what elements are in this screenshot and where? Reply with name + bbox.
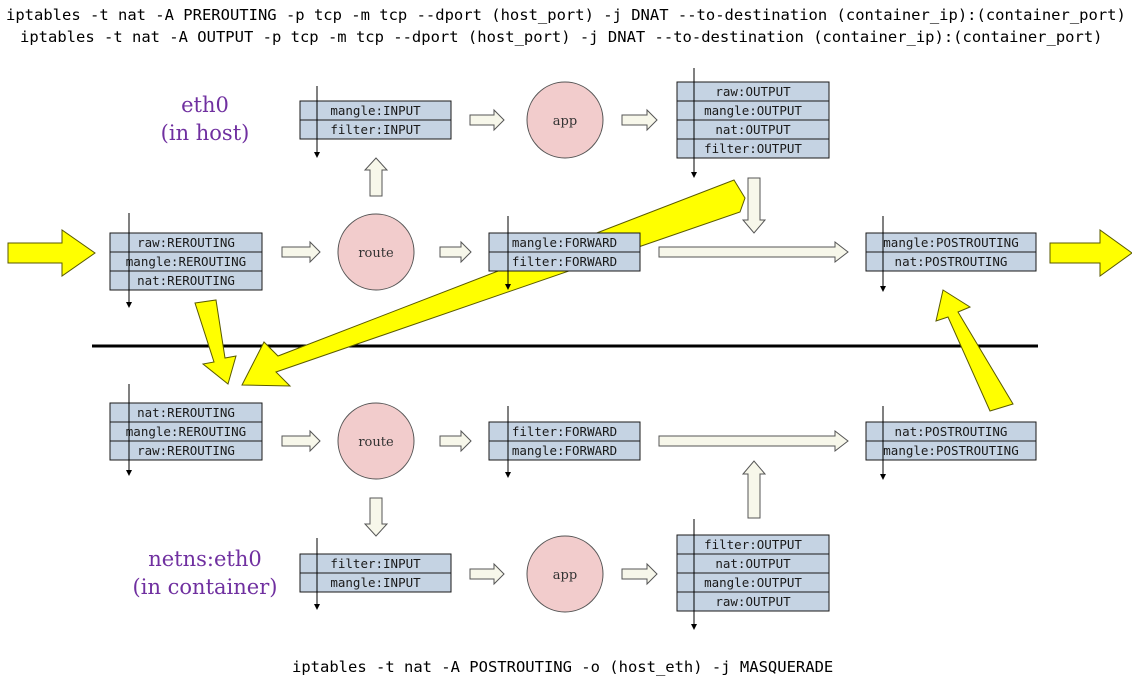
chain-table-host-postrouting: mangle:POSTROUTING nat:POSTROUTING <box>865 216 1037 292</box>
chain-traversal-arrowhead <box>314 152 320 158</box>
flow-arrow <box>439 240 472 264</box>
chain-table-entry: nat:POSTROUTING <box>895 424 1008 439</box>
flow-arrow <box>281 429 321 453</box>
container-label-line1: netns:eth0 <box>148 547 262 571</box>
chain-table-container-postrouting: nat:POSTROUTING mangle:POSTROUTING <box>865 406 1037 480</box>
container-route-node <box>337 402 415 480</box>
chain-table-entry: nat:POSTROUTING <box>895 254 1008 269</box>
chain-table-cell <box>676 591 830 612</box>
chain-table-entry: mangle:POSTROUTING <box>883 235 1018 250</box>
chain-table-cell <box>488 251 641 272</box>
flow-arrow <box>363 497 389 537</box>
chain-traversal-arrowhead <box>691 172 697 178</box>
chain-traversal-arrowhead <box>314 604 320 610</box>
host-app-node <box>526 81 604 159</box>
chain-table-entry: filter:FORWARD <box>512 254 617 269</box>
container-postrouting-to-host-postrouting-arrow <box>935 289 1014 412</box>
chain-traversal-arrowhead <box>505 284 511 290</box>
flow-arrow <box>621 562 658 586</box>
incoming-packet-arrow <box>7 229 96 277</box>
flow-arrow <box>281 240 321 264</box>
chain-table-entry: mangle:REROUTING <box>126 424 246 439</box>
chain-table-entry: raw:OUTPUT <box>715 594 791 609</box>
host-app-label: app <box>553 114 577 129</box>
chain-table-entry: nat:REROUTING <box>137 405 235 420</box>
chain-table-host-input: mangle:INPUT filter:INPUT <box>299 86 452 158</box>
chain-table-entry: mangle:POSTROUTING <box>883 443 1018 458</box>
container-app-label: app <box>553 568 577 583</box>
chain-table-entry: nat:REROUTING <box>137 273 235 288</box>
chain-table-cell <box>299 572 452 593</box>
chain-table-entry: mangle:REROUTING <box>126 254 246 269</box>
chain-table-container-forward: filter:FORWARD mangle:FORWARD <box>488 406 641 478</box>
chain-table-cell <box>488 440 641 461</box>
host-label-line2: (in host) <box>161 121 250 145</box>
flow-arrow <box>658 240 849 264</box>
chain-table-entry: filter:INPUT <box>330 556 421 571</box>
outgoing-packet-arrow <box>1049 229 1132 277</box>
chain-tables: raw:REROUTINGmangle:REROUTINGnat:REROUTI… <box>109 68 1037 630</box>
chain-table-container-input: filter:INPUT mangle:INPUT <box>299 538 452 610</box>
flow-arrow <box>363 157 389 197</box>
host-route-node <box>337 213 415 291</box>
chain-table-entry: filter:INPUT <box>330 122 421 137</box>
chain-table-container-prerouting: nat:REROUTING mangle:REROUTING raw:REROUTI… <box>109 384 263 476</box>
chain-table-host-output: raw:OUTPUT mangle:OUTPUT nat:OUTPUT filter:… <box>676 68 830 178</box>
chain-traversal-arrowhead <box>505 472 511 478</box>
chain-table-host-forward: mangle:FORWARD filter:FORWARD <box>488 216 641 290</box>
flow-arrow <box>658 429 849 453</box>
chain-table-entry: nat:OUTPUT <box>715 122 791 137</box>
flow-arrow <box>621 108 658 132</box>
chain-table-entry: raw:REROUTING <box>137 443 235 458</box>
chain-table-host-prerouting: raw:REROUTING mangle:REROUTING nat:REROUTI… <box>109 213 263 308</box>
command-prerouting-dnat: iptables -t nat -A PREROUTING -p tcp -m … <box>6 6 1126 24</box>
chain-table-cell <box>676 138 830 159</box>
chain-table-entry: nat:OUTPUT <box>715 556 791 571</box>
chain-table-entry: filter:OUTPUT <box>704 141 802 156</box>
flow-arrow <box>741 177 767 234</box>
container-label-line2: (in container) <box>133 575 278 599</box>
chain-table-cell <box>109 270 263 291</box>
chain-traversal-arrowhead <box>691 624 697 630</box>
flow-arrow <box>469 108 505 132</box>
chain-traversal-arrowhead <box>880 286 886 292</box>
chain-table-container-output: filter:OUTPUT nat:OUTPUT mangle:OUTPUT raw:… <box>676 519 830 630</box>
chain-table-cell <box>865 440 1037 461</box>
chain-table-entry: mangle:FORWARD <box>512 443 617 458</box>
chain-table-entry: mangle:INPUT <box>330 575 421 590</box>
chain-table-entry: filter:OUTPUT <box>704 537 802 552</box>
chain-traversal-arrowhead <box>880 474 886 480</box>
chain-table-entry: mangle:FORWARD <box>512 235 617 250</box>
container-route-label: route <box>358 435 394 450</box>
command-output-dnat: iptables -t nat -A OUTPUT -p tcp -m tcp … <box>20 28 1103 46</box>
host-output-to-container-prerouting-arrow <box>241 179 746 387</box>
chain-table-entry: mangle:OUTPUT <box>704 575 802 590</box>
flow-arrow <box>469 562 505 586</box>
chain-table-cell <box>865 251 1037 272</box>
chain-table-entry: raw:REROUTING <box>137 235 235 250</box>
container-app-node <box>526 535 604 613</box>
chain-table-cell <box>299 119 452 140</box>
flow-arrow <box>741 460 767 519</box>
prerouting-to-container-arrow <box>194 299 237 385</box>
flow-arrow <box>439 429 472 453</box>
host-label-line1: eth0 <box>181 93 229 117</box>
host-route-label: route <box>358 246 394 261</box>
chain-table-entry: filter:FORWARD <box>512 424 617 439</box>
chain-table-cell <box>109 440 263 461</box>
command-postrouting-masquerade: iptables -t nat -A POSTROUTING -o (host_… <box>292 658 833 676</box>
chain-table-entry: mangle:INPUT <box>330 103 421 118</box>
chain-traversal-arrowhead <box>126 470 132 476</box>
chain-table-entry: mangle:OUTPUT <box>704 103 802 118</box>
chain-traversal-arrowhead <box>126 302 132 308</box>
chain-table-entry: raw:OUTPUT <box>715 84 791 99</box>
